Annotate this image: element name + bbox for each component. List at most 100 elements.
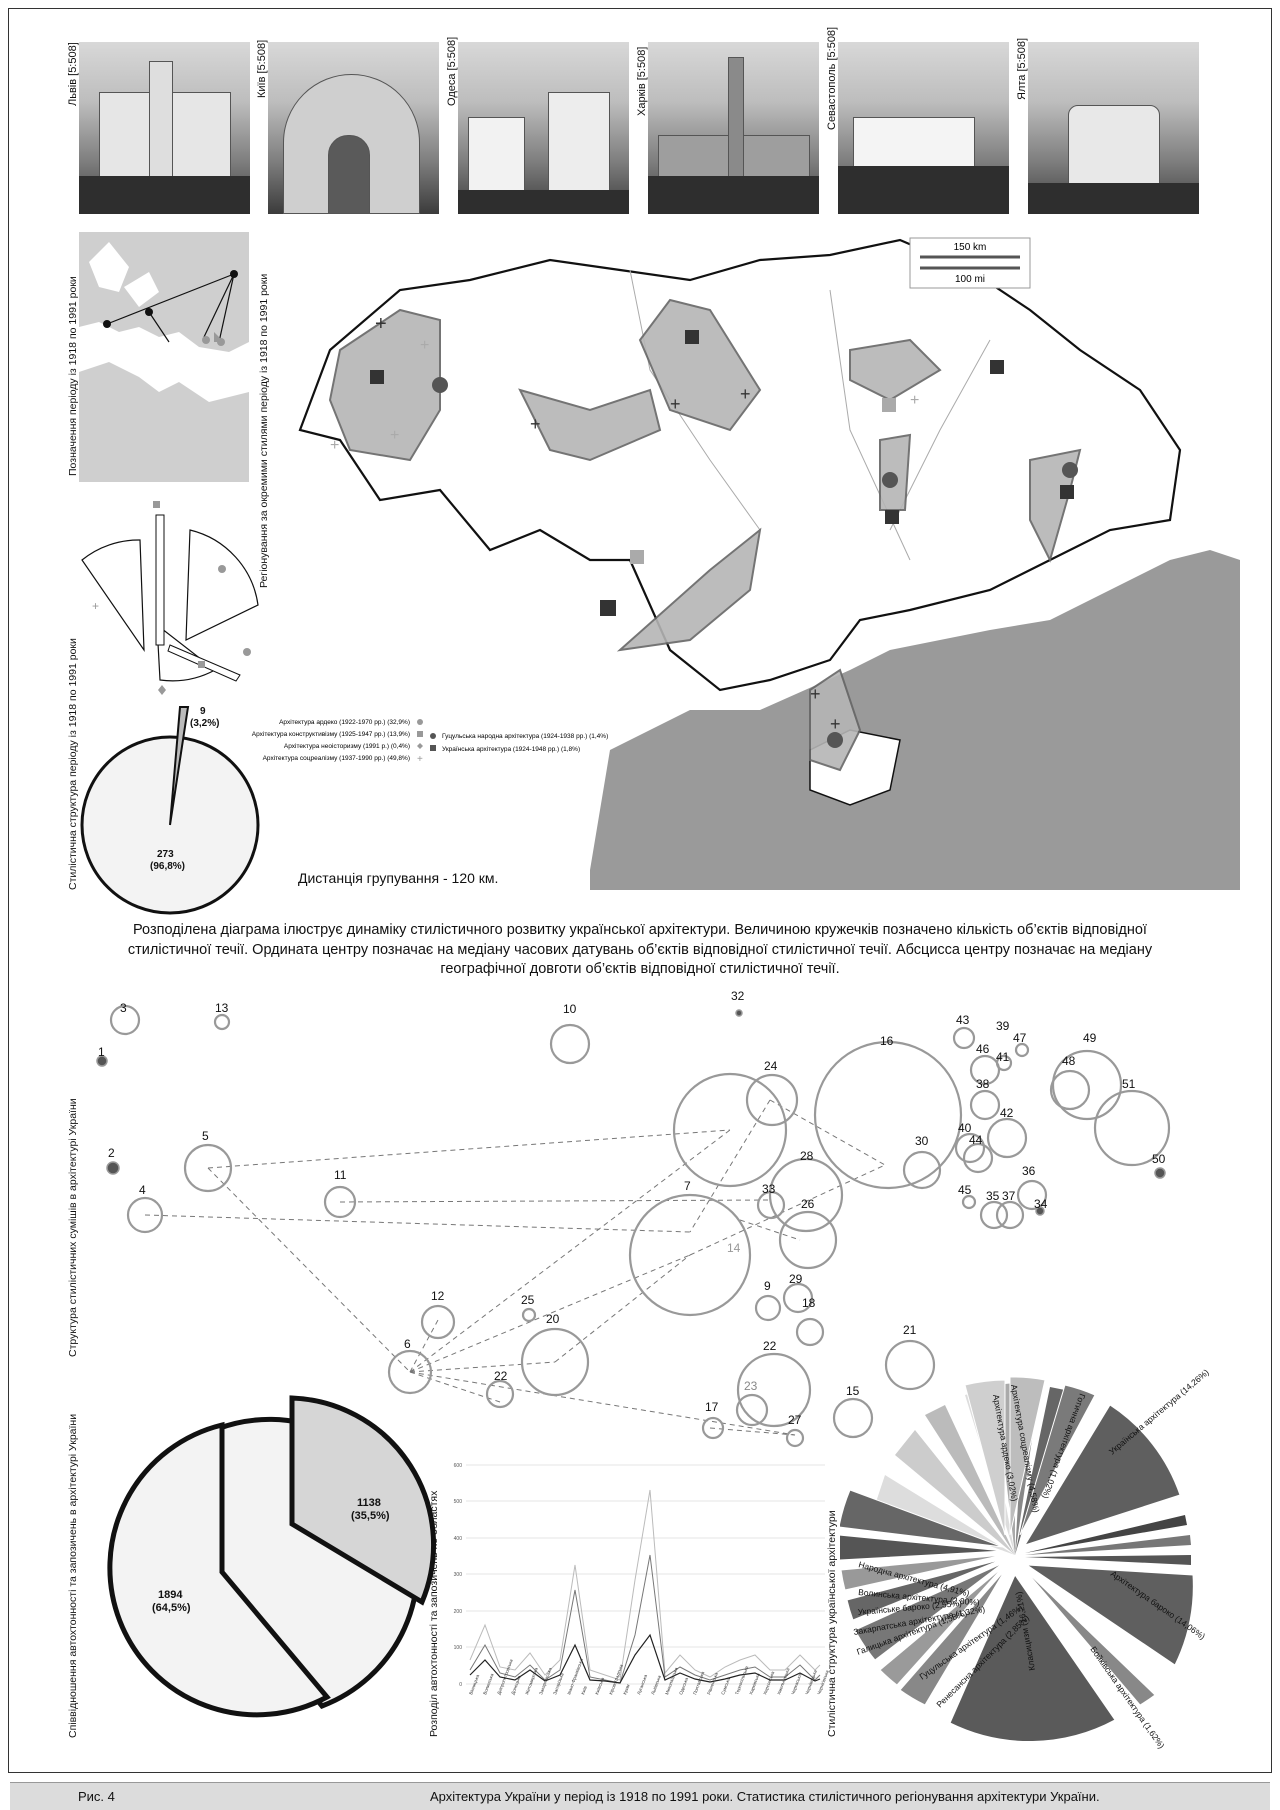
figure-footer: Рис. 4 Архітектура України у період із 1… bbox=[10, 1782, 1270, 1810]
svg-text:36: 36 bbox=[1022, 1164, 1036, 1178]
svg-text:22: 22 bbox=[494, 1369, 508, 1383]
legend-6: Українська архітектура (1924-1948 рр.) (… bbox=[442, 745, 580, 753]
distance-label: Дистанція групування - 120 км. bbox=[298, 870, 499, 886]
map-legend: Архітектура ардеко (1922-1970 рр.) (32,9… bbox=[252, 718, 608, 765]
ukraine-map: + + + + + + + + + + 150 km 100 mi bbox=[298, 237, 1240, 890]
svg-text:50: 50 bbox=[1152, 1152, 1166, 1166]
slice-ukr-baroque bbox=[840, 1554, 1004, 1591]
allocation-major-value: 273 bbox=[157, 849, 174, 860]
svg-text:+: + bbox=[910, 392, 919, 409]
svg-text:200: 200 bbox=[454, 1609, 463, 1615]
svg-text:17: 17 bbox=[705, 1400, 719, 1414]
slice-classic bbox=[949, 1573, 1116, 1743]
photo-kharkiv bbox=[648, 42, 819, 214]
bubble-diagram: 3 1 13 10 32 2 5 4 11 7 14 16 24 28 26 3… bbox=[96, 990, 1171, 1448]
svg-text:32: 32 bbox=[731, 990, 745, 1003]
photo-label-yalta: Ялта [5:508] bbox=[1016, 37, 1028, 100]
svg-text:10: 10 bbox=[563, 1002, 577, 1016]
svg-text:1: 1 bbox=[98, 1045, 105, 1059]
svg-text:26: 26 bbox=[801, 1197, 815, 1211]
svg-text:46: 46 bbox=[976, 1042, 990, 1056]
svg-text:7: 7 bbox=[684, 1179, 691, 1193]
svg-text:Сумська: Сумська bbox=[720, 1677, 731, 1696]
ray-3 bbox=[925, 1405, 1015, 1555]
svg-text:29: 29 bbox=[789, 1272, 803, 1286]
svg-text:24: 24 bbox=[764, 1059, 778, 1073]
slice-ardeco bbox=[964, 1379, 1006, 1536]
svg-text:+: + bbox=[810, 684, 821, 704]
svg-text:16: 16 bbox=[880, 1034, 894, 1048]
slice-halytska bbox=[854, 1562, 1004, 1661]
inset-arrow-1 bbox=[106, 273, 235, 325]
svg-text:Рівненська: Рівненська bbox=[706, 1672, 719, 1696]
svg-text:34: 34 bbox=[1034, 1197, 1048, 1211]
legend-3: Архітектура неоісторизму (1991 р.) (0,4%… bbox=[284, 742, 410, 750]
regional-line-chart: 600 500 400 300 200 100 0 Вінницька Воли… bbox=[454, 1463, 830, 1696]
pie-b-value: 1138 bbox=[357, 1497, 381, 1509]
region-lviv bbox=[328, 308, 441, 462]
allocation-pie-minor bbox=[169, 706, 190, 826]
svg-text:Чернігівська: Чернігівська bbox=[816, 1669, 830, 1695]
slice-thin-right-2 bbox=[1025, 1535, 1191, 1555]
svg-text:Українська архітектура (14,26%: Українська архітектура (14,26%) bbox=[1107, 1367, 1210, 1457]
svg-text:Донецька: Донецька bbox=[510, 1674, 522, 1695]
pie-b-pct: (35,5%) bbox=[351, 1510, 390, 1522]
svg-text:37: 37 bbox=[1002, 1189, 1016, 1203]
style-structure-pie: + bbox=[81, 501, 259, 695]
svg-text:5: 5 bbox=[202, 1129, 209, 1143]
figure-frame bbox=[8, 8, 1272, 1773]
svg-text:300: 300 bbox=[454, 1572, 463, 1578]
line-series-mid bbox=[469, 1554, 821, 1684]
svg-text:Бойківська архітектура (1,62%): Бойківська архітектура (1,62%) bbox=[1088, 1644, 1166, 1750]
slice-hutsul bbox=[879, 1566, 1004, 1686]
bubble-links bbox=[144, 1099, 886, 1436]
inset-arrow-2 bbox=[148, 311, 170, 343]
svg-text:Херсонська: Херсонська bbox=[762, 1670, 775, 1695]
caption-line-2: стилістичної течії. Ордината центру позн… bbox=[127, 942, 1153, 958]
svg-text:Крим: Крим bbox=[622, 1684, 630, 1696]
photo-label-sevastopol: Севастополь [5:508] bbox=[826, 26, 838, 130]
svg-text:27: 27 bbox=[788, 1413, 802, 1427]
svg-text:+: + bbox=[670, 394, 681, 414]
pie-slice-thin-a bbox=[155, 514, 165, 646]
svg-text:42: 42 bbox=[1000, 1106, 1014, 1120]
svg-text:400: 400 bbox=[454, 1536, 463, 1542]
photo-label-kyiv: Київ [5:508] bbox=[256, 39, 268, 98]
slice-socreal bbox=[1009, 1376, 1046, 1536]
bubbles bbox=[109, 1004, 1171, 1448]
autochthony-pie-share-b bbox=[289, 1395, 437, 1606]
inset-arrow-3 bbox=[218, 273, 235, 343]
bubble-numbers: 3 1 13 10 32 2 5 4 11 7 14 16 24 28 26 3… bbox=[98, 990, 1166, 1427]
stylistic-structure-pie: Архітектура ардеко (3,02%) Архітектура с… bbox=[840, 1367, 1210, 1750]
legend-2: Архітектура конструктивізму (1925-1947 р… bbox=[252, 730, 410, 738]
region-kharkiv bbox=[849, 338, 942, 402]
svg-text:18: 18 bbox=[802, 1296, 816, 1310]
sea bbox=[590, 550, 1240, 890]
svg-text:45: 45 bbox=[958, 1183, 972, 1197]
scale-km: 150 km bbox=[954, 242, 987, 253]
svg-text:14: 14 bbox=[727, 1241, 741, 1255]
slice-boyko bbox=[1024, 1569, 1156, 1706]
photo-kyiv bbox=[268, 42, 439, 214]
ray-2 bbox=[895, 1430, 1015, 1555]
svg-text:+: + bbox=[830, 714, 841, 734]
svg-text:0: 0 bbox=[459, 1682, 462, 1688]
svg-text:41: 41 bbox=[996, 1050, 1010, 1064]
figure-title: Архітектура України у період із 1918 по … bbox=[430, 1789, 1100, 1804]
svg-text:4: 4 bbox=[139, 1183, 146, 1197]
svg-text:49: 49 bbox=[1083, 1031, 1097, 1045]
svg-text:13: 13 bbox=[215, 1001, 229, 1015]
svg-text:+: + bbox=[530, 414, 541, 434]
svg-text:+: + bbox=[92, 599, 99, 613]
scale-box bbox=[909, 237, 1031, 289]
slice-baroque bbox=[1025, 1564, 1194, 1666]
svg-text:23: 23 bbox=[744, 1379, 758, 1393]
photo-sevastopol bbox=[838, 42, 1009, 214]
slice-thin-right-1 bbox=[1025, 1515, 1187, 1553]
svg-text:Закарпатська: Закарпатська bbox=[538, 1667, 553, 1696]
photo-lviv bbox=[79, 42, 250, 214]
svg-text:33: 33 bbox=[762, 1182, 776, 1196]
svg-text:9: 9 bbox=[764, 1279, 771, 1293]
svg-text:+: + bbox=[417, 754, 423, 765]
bubble-dark-points bbox=[96, 1009, 1166, 1216]
